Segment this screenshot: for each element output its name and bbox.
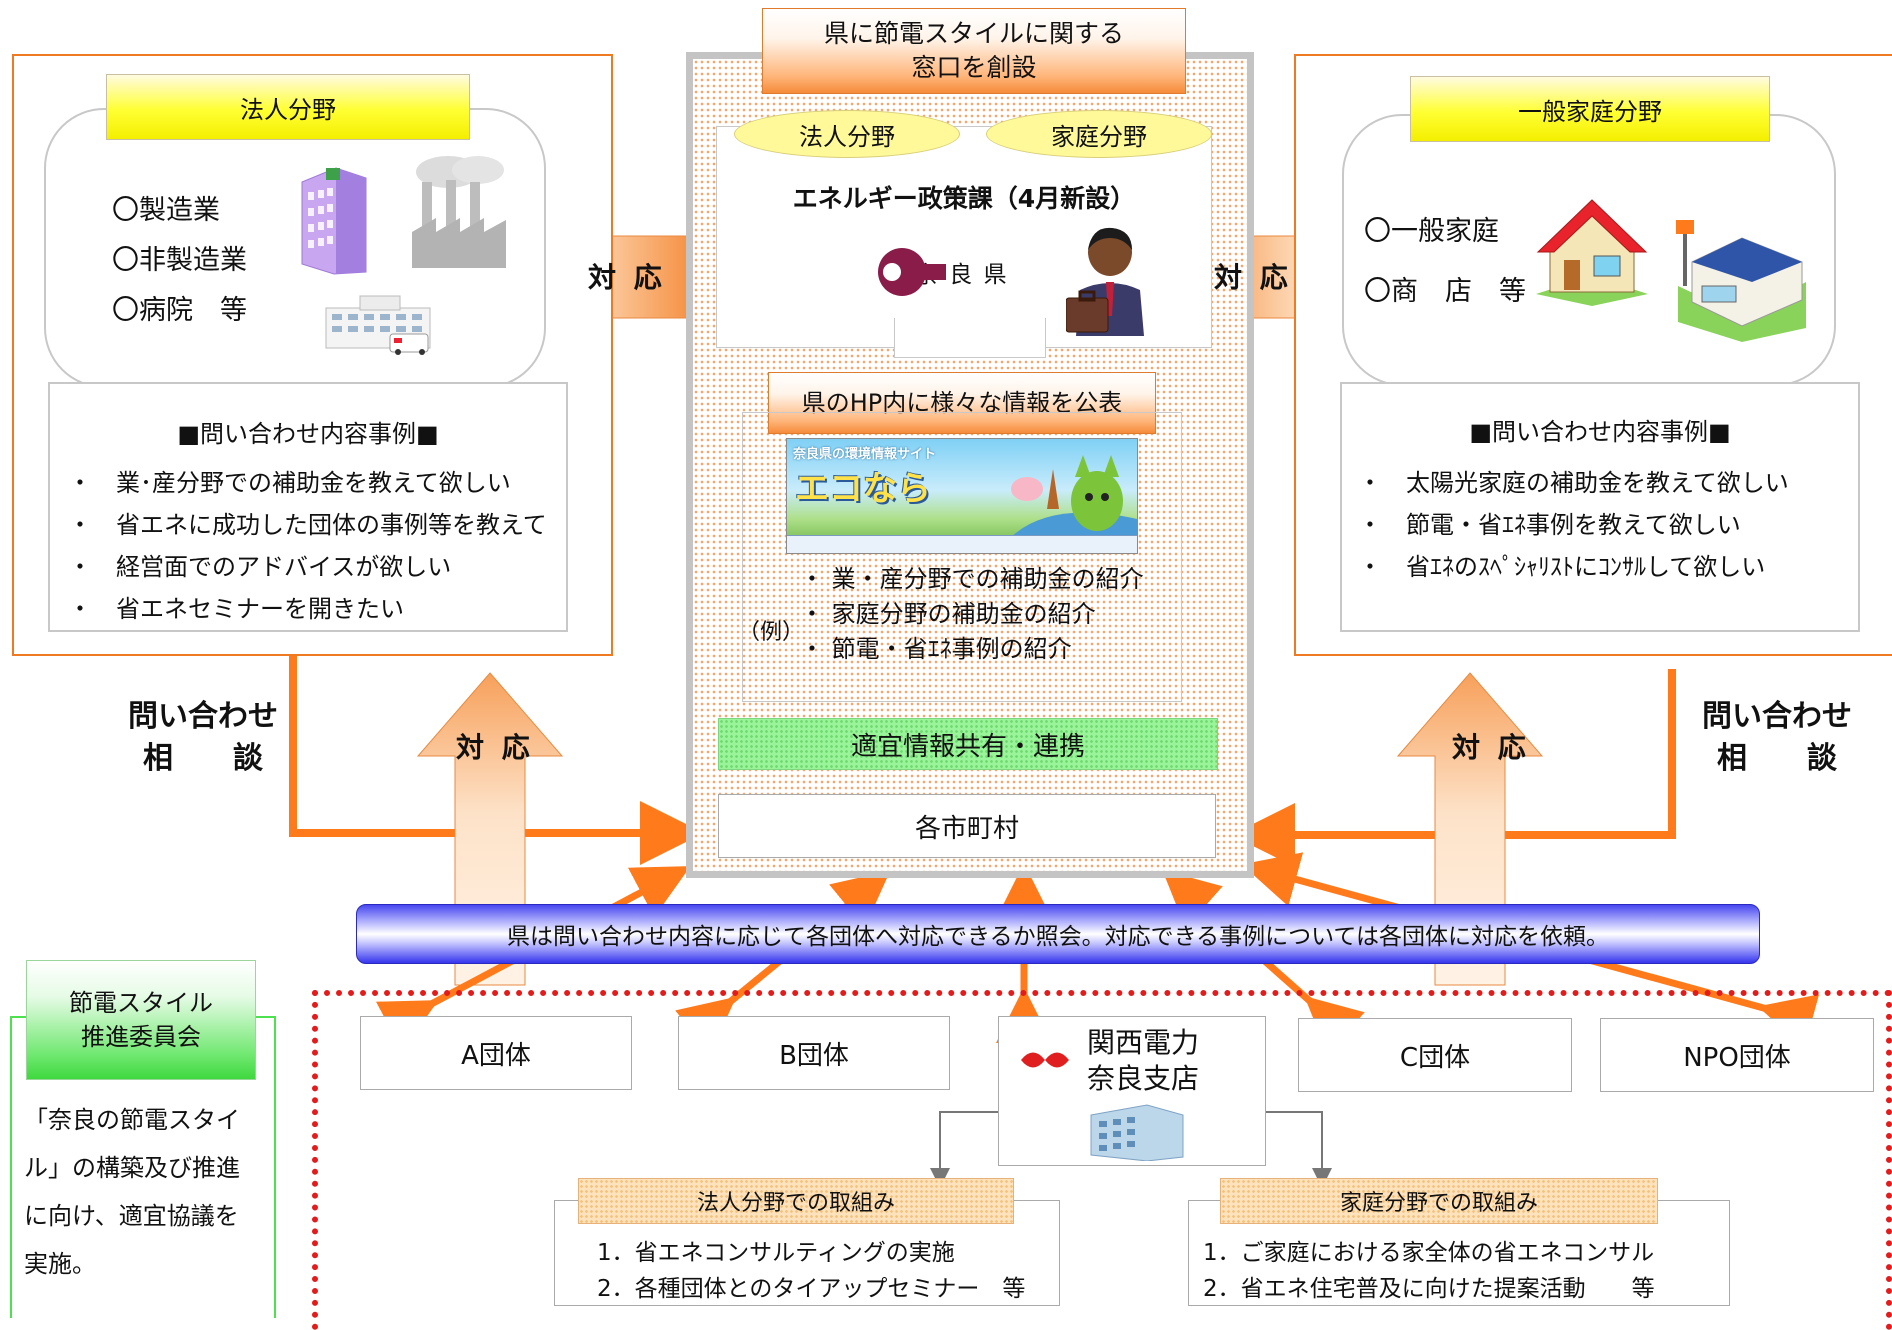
nara-emblem-icon <box>878 248 946 296</box>
hp-example-list: ・ 業・産分野での補助金の紹介 ・ 家庭分野の補助金の紹介 ・ 節電・省ｴﾈ事例… <box>738 562 1144 667</box>
website-banner[interactable]: 奈良県の環境情報サイト エコなら <box>786 438 1138 554</box>
initiative-item: 2．各種団体とのタイアップセミナー 等 <box>597 1276 1026 1302</box>
municipalities-box: 各市町村 <box>718 794 1216 858</box>
home-inquiry-list: ・ 太陽光家庭の補助金を教えて欲しい ・ 節電・省ｴﾈ事例を教えて欲しい ・ 省… <box>1358 462 1789 588</box>
org-kansai: 関西電力 奈良支店 <box>998 1016 1266 1166</box>
respond-up-right-label: 対 応 <box>1452 731 1530 764</box>
example-item: ・ 節電・省ｴﾈ事例の紹介 <box>800 635 1072 663</box>
corporate-inquiry-box: ■問い合わせ内容事例■ ・ 業･産分野での補助金を教えて欲しい ・ 省エネに成功… <box>48 382 568 632</box>
committee-title: 節電スタイル 推進委員会 <box>26 960 256 1080</box>
department-name: エネルギー政策課（4月新設） <box>792 184 1136 213</box>
inquiry-line-left <box>289 656 704 865</box>
tag-corporate: 法人分野 <box>734 110 960 158</box>
kansai-name: 関西電力 奈良支店 <box>1087 1026 1200 1095</box>
department-box: エネルギー政策課（4月新設） 奈 良 県 <box>716 126 1212 348</box>
corporate-initiatives-title: 法人分野での取組み <box>578 1178 1014 1224</box>
inquiry-line-right <box>1231 669 1676 867</box>
sector-item: 〇非製造業 <box>112 245 247 276</box>
org-npo: NPO団体 <box>1600 1018 1874 1092</box>
corporate-sector-list: 〇製造業 〇非製造業 〇病院 等 <box>112 186 247 336</box>
inquiry-banner: 県は問い合わせ内容に応じて各団体へ対応できるか照会。対応できる事例については各団… <box>356 904 1760 964</box>
corporate-title: 法人分野 <box>106 74 470 140</box>
home-inquiry-title: ■問い合わせ内容事例■ <box>1469 418 1731 446</box>
inquiry-label-left: 問い合わせ 相 談 <box>128 699 278 776</box>
mascot-icon <box>1007 455 1137 541</box>
inquiry-item: ・ 太陽光家庭の補助金を教えて欲しい <box>1358 469 1789 497</box>
shop-icon <box>1676 220 1806 342</box>
inquiry-item: ・ 業･産分野での補助金を教えて欲しい <box>68 469 511 497</box>
sector-item: 〇一般家庭 <box>1364 216 1499 247</box>
hospital-icon <box>325 295 431 355</box>
inquiry-item: ・ 省ｴﾈのｽﾍﾟｼｬﾘｽﾄにｺﾝｻﾙして欲しい <box>1358 553 1766 581</box>
businessman-icon <box>1066 227 1144 336</box>
sector-item: 〇製造業 <box>112 195 220 226</box>
organizations-area <box>312 990 1892 1330</box>
home-sector-list: 〇一般家庭 〇商 店 等 <box>1364 202 1526 322</box>
org-c: C団体 <box>1298 1018 1572 1092</box>
website-banner-logo: エコなら <box>795 469 931 509</box>
factory-icon <box>412 156 506 268</box>
department-tab <box>894 318 1046 358</box>
home-initiatives-list: 1．ご家庭における家全体の省エネコンサル 2．省エネ住宅普及に向けた提案活動 等 <box>1203 1235 1655 1307</box>
org-a: A団体 <box>360 1016 632 1090</box>
corporate-inquiry-title: ■問い合わせ内容事例■ <box>177 420 439 448</box>
org-b: B団体 <box>678 1016 950 1090</box>
initiative-item: 1．省エネコンサルティングの実施 <box>597 1240 955 1266</box>
tag-home: 家庭分野 <box>986 110 1212 158</box>
corporate-inquiry-list: ・ 業･産分野での補助金を教えて欲しい ・ 省エネに成功した団体の事例等を教えて… <box>68 462 547 630</box>
home-title: 一般家庭分野 <box>1410 76 1770 142</box>
kansai-logo-icon <box>1021 1052 1069 1068</box>
corporate-initiatives-list: 1．省エネコンサルティングの実施 2．各種団体とのタイアップセミナー 等 <box>597 1235 1025 1307</box>
inquiry-label-right: 問い合わせ 相 談 <box>1702 699 1852 776</box>
center-title: 県に節電スタイルに関する 窓口を創設 <box>762 8 1186 94</box>
committee-description: 「奈良の節電スタイ ル」の構築及び推進 に向け、適宜協議を 実施。 <box>24 1106 240 1278</box>
respond-up-left-label: 対 応 <box>456 731 534 764</box>
kansai-building-icon <box>1090 1104 1184 1161</box>
kansai-to-corporate-line <box>930 1111 998 1188</box>
share-label: 適宜情報共有・連携 <box>718 718 1218 770</box>
initiative-item: 1．ご家庭における家全体の省エネコンサル <box>1203 1240 1655 1266</box>
house-icon <box>1536 199 1648 306</box>
initiative-item: 2．省エネ住宅普及に向けた提案活動 等 <box>1203 1276 1655 1302</box>
respond-left-label: 対 応 <box>588 261 666 294</box>
inquiry-item: ・ 省エネセミナーを開きたい <box>68 595 404 623</box>
home-inquiry-box: ■問い合わせ内容事例■ ・ 太陽光家庭の補助金を教えて欲しい ・ 節電・省ｴﾈ事… <box>1340 382 1860 632</box>
example-item: ・ 家庭分野の補助金の紹介 <box>800 600 1096 628</box>
respond-right-label: 対 応 <box>1214 261 1292 294</box>
hp-info-box <box>742 412 1182 702</box>
website-banner-toolbar <box>787 535 1137 553</box>
example-label: （例） <box>738 620 805 645</box>
inquiry-item: ・ 節電・省ｴﾈ事例を教えて欲しい <box>1358 511 1741 539</box>
office-building-icon <box>301 167 367 275</box>
kansai-to-home-line <box>1266 1111 1332 1188</box>
inquiry-item: ・ 経営面でのアドバイスが欲しい <box>68 553 452 581</box>
example-item: ・ 業・産分野での補助金の紹介 <box>800 565 1144 593</box>
website-banner-caption: 奈良県の環境情報サイト <box>793 447 937 462</box>
sector-item: 〇病院 等 <box>112 295 247 326</box>
sector-item: 〇商 店 等 <box>1364 276 1526 307</box>
inquiry-item: ・ 省エネに成功した団体の事例等を教えて <box>68 511 547 539</box>
home-initiatives-title: 家庭分野での取組み <box>1220 1178 1658 1224</box>
